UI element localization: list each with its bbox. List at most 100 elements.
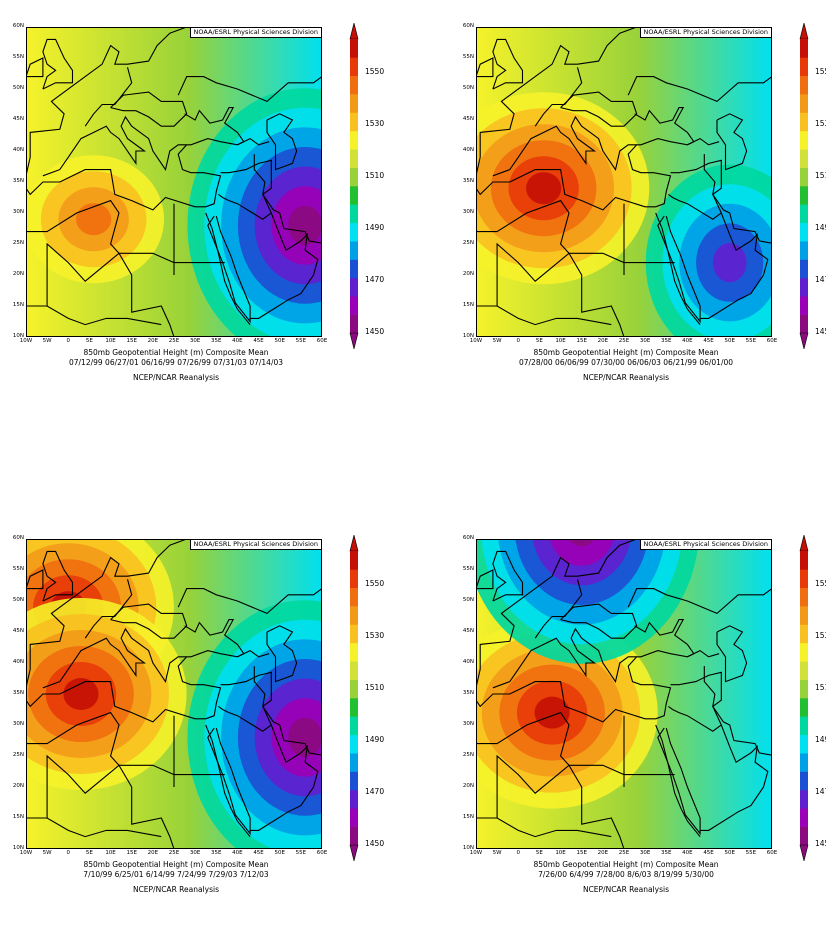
colorbar-segment	[800, 314, 808, 334]
coastline	[716, 113, 748, 171]
colorbar-segment	[800, 277, 808, 297]
coastline	[627, 588, 772, 615]
coastline	[26, 539, 187, 688]
latitude-label: 25N	[12, 240, 24, 246]
longitude-label: 5E	[535, 850, 543, 856]
longitude-label: 5E	[85, 850, 93, 856]
colorbar-label: 1530	[365, 119, 385, 128]
caption-line-2: 07/28/00 06/06/99 07/30/00 06/06/03 06/2…	[518, 358, 734, 367]
coastline	[687, 649, 720, 658]
latitude-label: 60N	[12, 23, 24, 29]
reanalysis-label: NCEP/NCAR Reanalysis	[582, 373, 670, 382]
coastline	[700, 724, 769, 831]
latitude-label: 35N	[462, 690, 474, 696]
coastline	[476, 144, 672, 211]
colorbar-segment	[350, 149, 358, 168]
longitude-label: 10W	[469, 338, 483, 344]
colorbar-segment	[350, 771, 358, 791]
latitude-label: 15N	[12, 302, 24, 308]
latitude-label: 50N	[462, 85, 474, 91]
latitude-label: 55N	[12, 566, 24, 572]
latitude-label: 10N	[462, 845, 474, 851]
height-field-map	[476, 27, 772, 337]
colorbar-segment	[800, 57, 808, 77]
colorbar-label: 1490	[815, 223, 826, 232]
latitude-label: 30N	[462, 721, 474, 727]
colorbar-segment	[800, 94, 808, 113]
colorbar-segment	[350, 679, 358, 699]
coastline	[716, 625, 748, 683]
coastline	[46, 754, 175, 849]
latitude-label: 10N	[462, 333, 474, 339]
longitude-label: 10W	[19, 338, 33, 344]
colorbar-segment	[350, 734, 358, 754]
latitude-label: 10N	[12, 845, 24, 851]
colorbar-label: 1530	[815, 119, 826, 128]
latitude-label: 15N	[462, 302, 474, 308]
reanalysis-label: NCEP/NCAR Reanalysis	[132, 373, 220, 382]
longitude-label: 60E	[766, 850, 778, 856]
colorbar-segment	[800, 808, 808, 827]
longitude-label: 40E	[682, 338, 693, 344]
longitude-label: 25E	[168, 850, 180, 856]
latitude-label: 60N	[462, 535, 474, 541]
colorbar-label: 1490	[365, 223, 385, 232]
colorbar-segment	[800, 698, 808, 717]
colorbar-segment	[800, 734, 808, 754]
coastline	[655, 724, 701, 837]
colorbar-segment	[350, 753, 358, 772]
coastline	[26, 199, 175, 275]
colorbar-label: 1550	[365, 67, 385, 76]
longitude-label: 15E	[576, 338, 587, 344]
colorbar-segment	[350, 826, 358, 846]
colorbar-label: 1510	[815, 171, 826, 180]
colorbar-segment	[800, 661, 808, 680]
credit-label: NOAA/ESRL Physical Sciences Division	[639, 27, 772, 38]
latitude-label: 50N	[12, 597, 24, 603]
longitude-label: 5E	[85, 338, 93, 344]
coastline	[560, 91, 638, 127]
longitude-label: 45E	[253, 338, 264, 344]
colorbar-segment	[350, 186, 358, 205]
low-contour	[549, 539, 614, 566]
colorbar-segment	[350, 277, 358, 297]
latitude-label: 55N	[12, 54, 24, 60]
latitude-label: 35N	[12, 178, 24, 184]
colorbar-segment	[350, 642, 358, 662]
coastline	[42, 550, 74, 602]
coastline	[250, 212, 319, 319]
coastline	[42, 627, 245, 689]
longitude-label: 0	[66, 850, 71, 856]
longitude-label: 30E	[189, 850, 201, 856]
coastline	[492, 38, 524, 90]
longitude-label: 35E	[211, 850, 222, 856]
coastline	[42, 115, 245, 177]
coastline	[476, 57, 494, 78]
colorbar-label: 1550	[815, 67, 826, 76]
longitude-label: 10E	[555, 338, 566, 344]
colorbar-segment	[800, 642, 808, 662]
colorbar-segment	[350, 204, 358, 224]
latitude-label: 40N	[12, 659, 24, 665]
coastline	[476, 539, 637, 688]
longitude-label: 35E	[661, 338, 672, 344]
longitude-label: 45E	[703, 338, 714, 344]
colorbar-segment	[800, 167, 808, 187]
longitude-label: 10W	[19, 850, 33, 856]
latitude-label: 20N	[12, 783, 24, 789]
colorbar-segment	[800, 551, 808, 570]
latitude-label: 60N	[12, 535, 24, 541]
longitude-label: 20E	[597, 338, 609, 344]
coastline	[177, 76, 322, 103]
longitude-label: 60E	[316, 850, 328, 856]
longitude-label: 0	[516, 338, 521, 344]
colorbar-segment	[350, 259, 358, 279]
latitude-label: 40N	[12, 147, 24, 153]
colorbar-segment	[800, 624, 808, 644]
colorbar-label: 1450	[815, 327, 826, 336]
caption-line-1: 850mb Geopotential Height (m) Composite …	[533, 860, 719, 869]
longitude-label: 45E	[253, 850, 264, 856]
caption-line-2: 07/12/99 06/27/01 06/16/99 07/26/99 07/3…	[68, 358, 284, 367]
high-contour	[63, 678, 99, 710]
coastline	[26, 817, 162, 838]
